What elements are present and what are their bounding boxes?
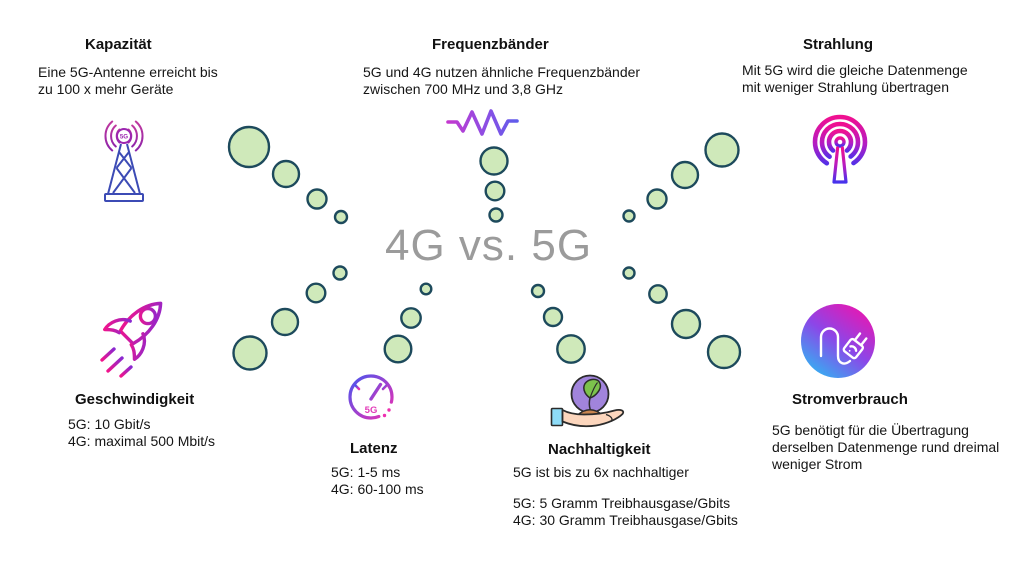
decor-bubble: [488, 207, 504, 223]
decor-bubble: [227, 125, 271, 169]
latenz-line-2: 4G: 60-100 ms: [331, 481, 424, 497]
rocket-icon: [100, 301, 163, 378]
decor-bubble: [704, 132, 740, 168]
kapazitaet-line-2: zu 100 x mehr Geräte: [38, 81, 174, 97]
speedometer-5g-label: 5G: [365, 405, 378, 416]
hand-plant-icon: [550, 374, 625, 428]
decor-bubble: [484, 180, 506, 202]
latenz-title: Latenz: [350, 440, 398, 457]
stromverbrauch-line-3: weniger Strom: [772, 456, 863, 472]
latenz-body: 5G: 1-5 ms 4G: 60-100 ms: [331, 464, 424, 498]
kapazitaet-body: Eine 5G-Antenne erreicht bis zu 100 x me…: [38, 64, 218, 98]
frequenzbaender-title: Frequenzbänder: [432, 36, 549, 53]
latenz-line-1: 5G: 1-5 ms: [331, 464, 401, 480]
strahlung-title: Strahlung: [803, 36, 873, 53]
decor-bubble: [479, 146, 509, 176]
antenna-tower-icon: 5G: [104, 120, 144, 202]
geschwindigkeit-title: Geschwindigkeit: [75, 391, 195, 408]
decor-bubble: [530, 283, 546, 299]
decor-bubble: [646, 188, 668, 210]
stromverbrauch-title: Stromverbrauch: [792, 391, 908, 408]
kapazitaet-title: Kapazität: [85, 36, 152, 53]
frequenzbaender-line-2: zwischen 700 MHz und 3,8 GHz: [363, 81, 563, 97]
geschwindigkeit-body: 5G: 10 Gbit/s 4G: maximal 500 Mbit/s: [68, 416, 215, 450]
decor-bubble: [542, 306, 564, 328]
frequency-wave-icon: [446, 109, 519, 136]
decor-bubble: [383, 334, 413, 364]
decor-bubble: [305, 282, 327, 304]
decor-bubble: [556, 334, 586, 364]
stromverbrauch-line-2: derselben Datenmenge rund dreimal: [772, 439, 1000, 455]
decor-bubble: [670, 308, 702, 340]
decor-bubble: [706, 334, 742, 370]
stromverbrauch-line-1: 5G benötigt für die Übertragung: [772, 422, 969, 438]
speedometer-icon: 5G: [348, 374, 394, 420]
nachhaltigkeit-line-2: 4G: 30 Gramm Treibhausgase/Gbits: [513, 512, 738, 528]
center-title: 4G vs. 5G: [385, 221, 593, 270]
geschwindigkeit-line-2: 4G: maximal 500 Mbit/s: [68, 433, 216, 449]
nachhaltigkeit-body: 5G: 5 Gramm Treibhausgase/Gbits 4G: 30 G…: [513, 495, 738, 529]
decor-bubble: [622, 266, 636, 280]
nachhaltigkeit-line-1: 5G: 5 Gramm Treibhausgase/Gbits: [513, 495, 731, 511]
strahlung-line-2: mit weniger Strahlung übertragen: [742, 79, 950, 95]
decor-bubble: [400, 307, 422, 329]
kapazitaet-line-1: Eine 5G-Antenne erreicht bis: [38, 64, 218, 80]
nachhaltigkeit-title: Nachhaltigkeit: [548, 441, 651, 458]
strahlung-line-1: Mit 5G wird die gleiche Datenmenge: [742, 62, 968, 78]
frequenzbaender-body: 5G und 4G nutzen ähnliche Frequenzbänder…: [363, 64, 640, 98]
strahlung-body: Mit 5G wird die gleiche Datenmenge mit w…: [742, 62, 968, 96]
decor-bubble: [271, 159, 301, 189]
stromverbrauch-body: 5G benötigt für die Übertragung derselbe…: [772, 422, 999, 473]
decor-bubble: [333, 209, 349, 225]
decor-bubble: [306, 188, 328, 210]
frequenzbaender-line-1: 5G und 4G nutzen ähnliche Frequenzbänder: [363, 64, 641, 80]
broadcast-antenna-icon: [812, 114, 868, 184]
decor-bubble: [232, 335, 268, 371]
decor-bubble: [670, 160, 700, 190]
decor-bubble: [270, 307, 300, 337]
power-plug-icon: [801, 304, 875, 378]
antenna-5g-label: 5G: [120, 133, 128, 140]
decor-bubble: [332, 265, 348, 281]
nachhaltigkeit-intro: 5G ist bis zu 6x nachhaltiger: [513, 464, 689, 480]
decor-bubble: [622, 209, 636, 223]
geschwindigkeit-line-1: 5G: 10 Gbit/s: [68, 416, 151, 432]
decor-bubble: [419, 282, 433, 296]
decor-bubble: [648, 284, 668, 304]
